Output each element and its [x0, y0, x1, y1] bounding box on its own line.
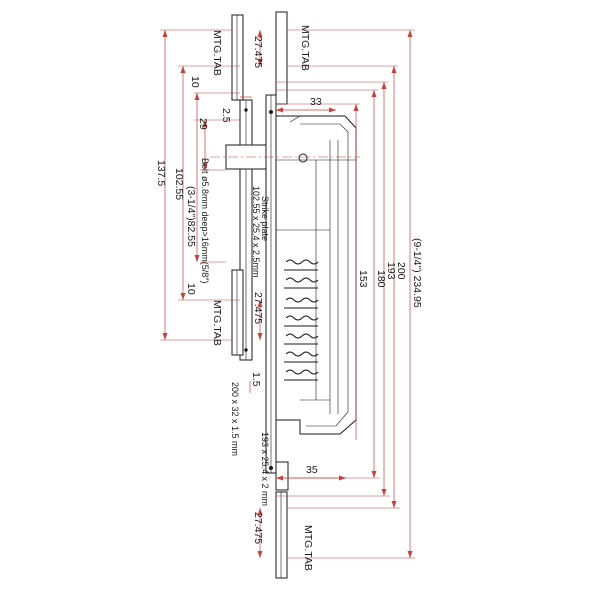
extension-lines [160, 29, 415, 559]
dim-82-55-label: (3-1/4")82.55 [185, 186, 197, 247]
dim-10-bottom-label: 10 [185, 283, 197, 295]
dim-27-475-top-label: 27.475 [252, 36, 264, 68]
strike-plate-title: Strike plate [260, 196, 270, 241]
plate1-dims-label: 200 x 32 x 1.5 mm [230, 382, 240, 456]
dimension-labels: MTG.TAB MTG.TAB MTG.TAB MTG.TAB 27.475 2… [155, 25, 423, 571]
dim-1-5-label: 1.5 [250, 372, 262, 387]
dim-35-label: 35 [306, 464, 318, 476]
dim-33-label: 33 [310, 96, 322, 108]
dim-137-5-label: 137.5 [155, 160, 167, 186]
top-mtg-tab [231, 14, 244, 101]
strike-plate-dims: 102.55 x 25.4 x 2.5mm [251, 186, 261, 278]
dim-153-label: 153 [357, 270, 369, 288]
bolt-label: Bolt ø5.8mm deep>16mm(5/8") [200, 158, 210, 284]
dim-10-top-label: 10 [189, 76, 201, 88]
dim-29-label: 29 [197, 118, 209, 130]
lock-body-assembly [244, 11, 357, 579]
mtg-tab-label-mid-left: MTG.TAB [211, 300, 223, 346]
dim-180-label: 180 [375, 270, 387, 288]
mtg-tab-label-top-right: MTG.TAB [299, 25, 311, 71]
pin-tumblers [284, 259, 319, 381]
dim-234-95-label: (9-1/4") 234.95 [411, 238, 423, 308]
plate2-dims-label: 193 x 25.4 x 2 mm [260, 432, 270, 506]
dim-27-475-bottom-label: 27.475 [252, 512, 264, 544]
dim-2-5-label: 2.5 [220, 108, 232, 123]
cylinder-circle [298, 153, 308, 163]
lock-body [275, 115, 357, 435]
strike-plate-assembly [225, 14, 277, 361]
dim-200-label: 200 [395, 262, 407, 280]
lock-bottom-tab [275, 491, 288, 579]
bottom-mtg-tab [231, 269, 244, 356]
dim-193-label: 193 [385, 262, 397, 280]
dim-102-55-label: 102.55 [173, 168, 185, 200]
mtg-tab-label-top-left: MTG.TAB [211, 30, 223, 76]
dim-27-475-mid-label: 27.475 [252, 292, 264, 324]
mtg-tab-label-bottom-right: MTG.TAB [302, 525, 314, 571]
dimension-lines [162, 30, 413, 558]
